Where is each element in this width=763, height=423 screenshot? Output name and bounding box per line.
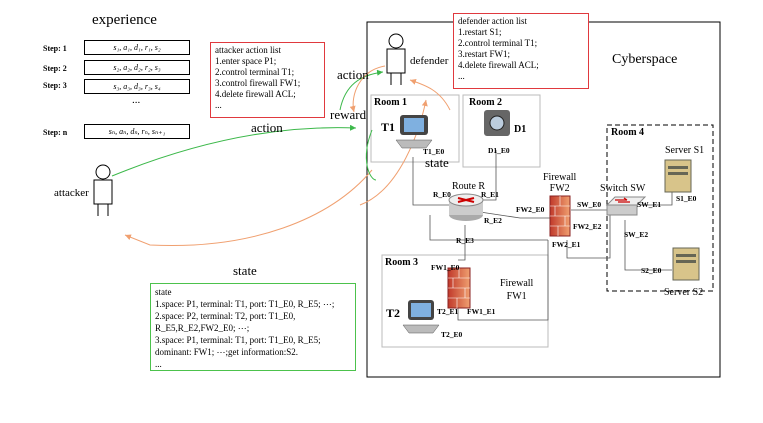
switch-label: Switch SW bbox=[600, 183, 646, 194]
r-e0-label: R_E0 bbox=[433, 190, 451, 199]
r-e1-label: R_E1 bbox=[481, 190, 499, 199]
t2-e1-label: T2_E1 bbox=[437, 307, 459, 316]
terminal-t2-icon bbox=[402, 300, 440, 334]
d1-label: D1 bbox=[514, 124, 527, 135]
t1-port-label: T1_E0 bbox=[423, 147, 445, 156]
room4-label: Room 4 bbox=[611, 127, 645, 138]
defender-action-list-title: defender action list bbox=[458, 16, 527, 26]
fw2-e1-label: FW2_E1 bbox=[552, 240, 581, 249]
sw-e0-label: SW_E0 bbox=[577, 200, 602, 209]
cyberspace-title: Cyberspace bbox=[612, 52, 678, 67]
defender-action-item: 1.restart S1; bbox=[458, 27, 502, 37]
attacker-action-arrow bbox=[111, 124, 357, 177]
state-bottom-label: state bbox=[233, 263, 257, 278]
state-to-defender-arrow bbox=[409, 79, 451, 111]
attacker-action-list-title: attacker action list bbox=[215, 45, 281, 55]
step-3-label: Step: 3 bbox=[43, 81, 67, 90]
state-mid-label: state bbox=[425, 155, 449, 170]
step-1-tuple: s₁, a₁, d₁, r₁, s₂ bbox=[84, 40, 190, 55]
fw2-e2-label: FW2_E2 bbox=[573, 222, 602, 231]
switch-icon bbox=[605, 196, 647, 216]
firewall-fw2-icon bbox=[549, 195, 571, 237]
state-list: state 1.space: P1, terminal: T1, port: T… bbox=[150, 283, 356, 371]
defender-action-arrow bbox=[339, 69, 384, 111]
room2-label: Room 2 bbox=[469, 97, 503, 108]
r-e2-label: R_E2 bbox=[484, 216, 502, 225]
router-label: Route R bbox=[452, 181, 486, 192]
step-3-tuple: s₃, a₃, d₃, r₃, s₄ bbox=[84, 79, 190, 94]
defender-action-item: 2.control terminal T1; bbox=[458, 38, 538, 48]
room3-label: Room 3 bbox=[385, 257, 419, 268]
step-1-label: Step: 1 bbox=[43, 44, 67, 53]
server-s1-label: Server S1 bbox=[665, 145, 705, 156]
action-to-cyberspace-arrow bbox=[365, 129, 377, 181]
state-item: ... bbox=[155, 359, 162, 369]
server-s2-label: Server S2 bbox=[664, 287, 704, 298]
router-icon bbox=[448, 193, 484, 221]
reward-label: reward bbox=[330, 107, 367, 122]
sw-e1-label: SW_E1 bbox=[637, 200, 662, 209]
server-s2-icon bbox=[672, 247, 700, 281]
step-2-tuple: s₂, a₂, d₂, r₂, s₃ bbox=[84, 60, 190, 75]
state-item: 3.space: P1, terminal: T1, port: T1_E0, … bbox=[155, 335, 321, 357]
step-2-label: Step: 2 bbox=[43, 64, 67, 73]
s1-port-label: S1_E0 bbox=[676, 194, 697, 203]
step-n-label: Step: n bbox=[43, 128, 68, 137]
t1-label: T1 bbox=[381, 120, 396, 134]
network-links bbox=[412, 150, 673, 321]
state-bottom-arrow bbox=[124, 169, 373, 247]
state-item: 1.space: P1, terminal: T1, port: T1_E0, … bbox=[155, 299, 335, 309]
t2-label: T2 bbox=[386, 306, 401, 320]
attacker-action-item: 2.control terminal T1; bbox=[215, 67, 295, 77]
t2-e0-label: T2_E0 bbox=[441, 330, 463, 339]
fw1-label: Firewall FW1 bbox=[500, 278, 534, 302]
action-top-label: action bbox=[337, 67, 369, 82]
attacker-action-item: ... bbox=[215, 100, 222, 110]
defender-label: defender bbox=[410, 55, 449, 67]
r-e3-label: R_E3 bbox=[456, 236, 474, 245]
firewall-fw1-icon bbox=[447, 267, 471, 309]
defender-figure bbox=[386, 33, 406, 85]
defender-action-item: 3.restart FW1; bbox=[458, 49, 510, 59]
state-item: 2.space: P2, terminal: T2, port: T1_E0, … bbox=[155, 311, 296, 333]
fw2-e0-label: FW2_E0 bbox=[516, 205, 545, 214]
server-s1-icon bbox=[664, 159, 692, 193]
attacker-action-item: 1.enter space P1; bbox=[215, 56, 277, 66]
experience-title: experience bbox=[92, 12, 157, 28]
state-list-title: state bbox=[155, 287, 172, 297]
fw1-e0-label: FW1_E0 bbox=[431, 263, 460, 272]
attacker-action-list: attacker action list 1.enter space P1; 2… bbox=[210, 42, 325, 118]
step-n-tuple: sₙ, aₙ, dₙ, rₙ, sₙ₊₁ bbox=[84, 124, 190, 139]
sw-e2-label: SW_E2 bbox=[624, 230, 649, 239]
room2-box bbox=[462, 94, 541, 168]
defender-action-list: defender action list 1.restart S1; 2.con… bbox=[453, 13, 589, 89]
action-mid-label: action bbox=[251, 120, 283, 135]
s2-port-label: S2_E0 bbox=[641, 266, 662, 275]
fw1-e1-label: FW1_E1 bbox=[467, 307, 496, 316]
attacker-action-item: 3.control firewall FW1; bbox=[215, 78, 301, 88]
defender-action-item: ... bbox=[458, 71, 465, 81]
attacker-action-item: 4.delete firewall ACL; bbox=[215, 89, 296, 99]
fw2-label: Firewall FW2 bbox=[543, 172, 577, 194]
room1-label: Room 1 bbox=[374, 97, 408, 108]
attacker-label: attacker bbox=[54, 187, 89, 199]
reward-arrow bbox=[349, 65, 386, 113]
room1-box bbox=[370, 94, 460, 163]
terminal-t1-icon bbox=[395, 115, 433, 149]
state-mid-arrow bbox=[359, 99, 428, 206]
device-d1-icon bbox=[484, 110, 510, 136]
defender-action-item: 4.delete firewall ACL; bbox=[458, 60, 539, 70]
attacker-figure bbox=[93, 164, 113, 216]
steps-ellipsis: ... bbox=[132, 94, 141, 106]
d1-port-label: D1_E0 bbox=[488, 146, 510, 155]
